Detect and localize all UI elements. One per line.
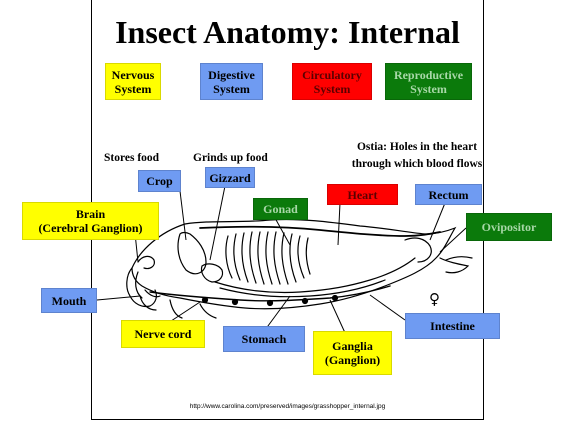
label-stomach: Stomach — [223, 326, 305, 352]
label-nerve-cord: Nerve cord — [121, 320, 205, 348]
label-mouth: Mouth — [41, 288, 97, 313]
label-heart: Heart — [327, 184, 398, 205]
leader-ganglia — [330, 300, 346, 335]
label-gonad: Gonad — [253, 198, 308, 220]
label-crop: Crop — [138, 170, 181, 192]
label-intestine: Intestine — [405, 313, 500, 339]
female-symbol: ♀ — [429, 290, 440, 308]
label-rectum: Rectum — [415, 184, 482, 205]
label-gizzard: Gizzard — [205, 167, 255, 188]
leader-gizzard — [210, 186, 225, 260]
leader-intestine — [370, 295, 405, 320]
image-source-url: http://www.carolina.com/preserved/images… — [91, 403, 484, 410]
label-ovipositor: Ovipositor — [466, 213, 552, 241]
insect-body-outline — [127, 219, 472, 318]
leader-mouth — [97, 296, 140, 300]
label-brain: Brain (Cerebral Ganglion) — [22, 202, 159, 240]
leader-rectum — [430, 203, 445, 240]
label-ganglia: Ganglia (Ganglion) — [313, 331, 392, 375]
